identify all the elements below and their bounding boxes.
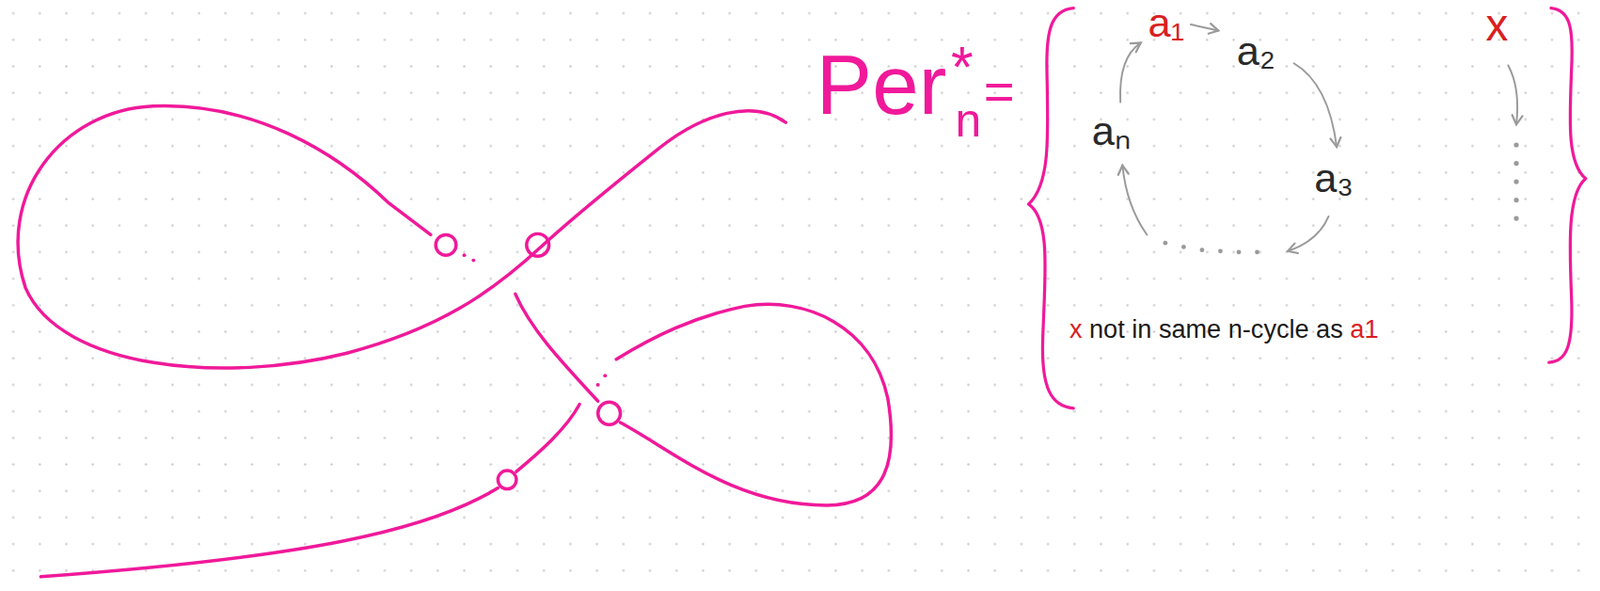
right-brace [1549, 8, 1586, 363]
curve-strand [515, 293, 599, 401]
equals-sign: = [983, 61, 1015, 123]
cycle-arrow [1287, 216, 1329, 252]
cycle-arrow [1294, 63, 1338, 147]
ellipsis-dots [1162, 142, 1519, 254]
cycle-element: a₁ [1147, 0, 1185, 48]
note-text: not in same n-cycle as [1089, 314, 1344, 346]
curve-strand [40, 487, 498, 576]
cycle-arrow [1122, 165, 1147, 236]
curve-point [526, 233, 550, 256]
note-row: xnot in same n-cycle asa1 [1069, 314, 1379, 346]
left-brace [1029, 8, 1075, 409]
note-text: x [1069, 314, 1083, 346]
cycle-arrow [1190, 24, 1219, 32]
point-label: x [1486, 0, 1509, 52]
curve-dots [462, 253, 608, 387]
orbit-arrow [1507, 64, 1518, 125]
note-text: a1 [1349, 314, 1379, 346]
cycle-arrow [1120, 43, 1141, 103]
cycle-element: a₃ [1314, 155, 1354, 203]
cycle-element: aₙ [1092, 108, 1131, 156]
curve-point [497, 470, 517, 490]
cycle-element: a₂ [1236, 28, 1276, 76]
knot-curve [17, 106, 891, 577]
set-name: Per [816, 36, 947, 133]
curve-strand [516, 404, 580, 473]
curve-point [598, 401, 621, 425]
subscript: n [954, 94, 982, 148]
curve-point [435, 234, 457, 255]
curve-strand [616, 303, 891, 506]
superscript: * [950, 34, 974, 101]
